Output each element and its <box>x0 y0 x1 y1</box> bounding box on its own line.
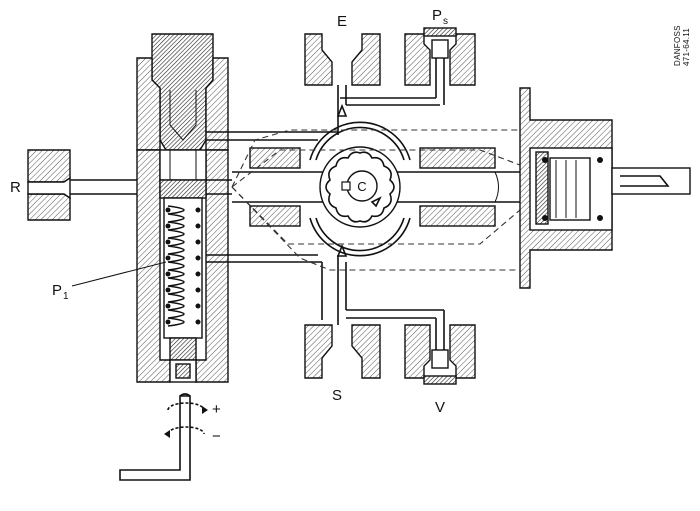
brand-name: DANFOSS <box>673 25 682 66</box>
p1-leader-line <box>71 261 167 287</box>
label-p1-main: P <box>52 282 62 299</box>
regulating-valve-body <box>136 33 229 383</box>
label-s: S <box>332 387 342 404</box>
port-s-fitting <box>304 255 444 379</box>
label-v: V <box>435 399 445 416</box>
port-r-fitting <box>27 149 137 221</box>
internal-dashed-paths <box>231 129 521 271</box>
port-ps-fitting <box>340 27 476 105</box>
label-e: E <box>337 13 347 30</box>
shaft-seal-assembly <box>519 87 691 289</box>
label-r: R <box>10 179 21 196</box>
gear-rotor: C <box>309 103 411 257</box>
port-e-fitting <box>304 33 440 135</box>
flow-channels <box>206 131 338 320</box>
rotor-label-c: C <box>357 179 366 194</box>
label-p1-sub: 1 <box>63 291 69 302</box>
brand-code: 471-64.11 <box>682 28 691 66</box>
spring <box>165 205 201 327</box>
label-plus: + <box>212 401 221 418</box>
label-minus: − <box>212 428 221 445</box>
label-ps-main: P <box>432 7 442 24</box>
label-ps-sub: s <box>443 16 448 27</box>
allen-key <box>119 393 208 481</box>
port-v-fitting <box>346 310 476 385</box>
brand-stamp: DANFOSS 471-64.11 <box>673 25 691 66</box>
